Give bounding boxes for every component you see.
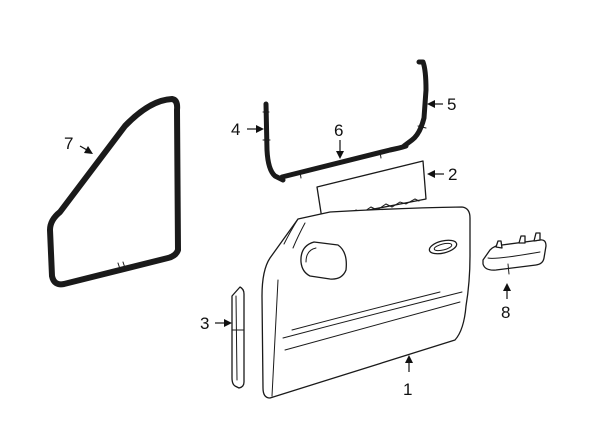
callout-5: 5 xyxy=(447,95,456,114)
part-1-door-shell xyxy=(261,206,471,399)
leader-3 xyxy=(215,319,232,327)
part-5-glass-run-rear xyxy=(401,59,429,149)
part-8-outside-handle xyxy=(482,232,547,275)
part-3-frame-molding xyxy=(231,286,245,389)
leader-6 xyxy=(336,140,344,159)
callout-7: 7 xyxy=(64,134,73,153)
callout-1: 1 xyxy=(403,380,412,399)
leader-4 xyxy=(247,125,264,133)
leader-2 xyxy=(427,170,444,178)
callout-2: 2 xyxy=(448,165,457,184)
callout-4: 4 xyxy=(231,120,240,139)
part-7-weatherstrip xyxy=(47,96,181,288)
leader-8 xyxy=(503,283,511,299)
callout-3: 3 xyxy=(200,314,209,333)
leader-5 xyxy=(427,100,443,108)
leader-1 xyxy=(405,355,413,372)
callout-6: 6 xyxy=(334,121,343,140)
side-mirror xyxy=(300,241,347,280)
callout-8: 8 xyxy=(501,303,510,322)
leader-7 xyxy=(79,145,93,154)
part-4-glass-run-front xyxy=(262,101,286,183)
